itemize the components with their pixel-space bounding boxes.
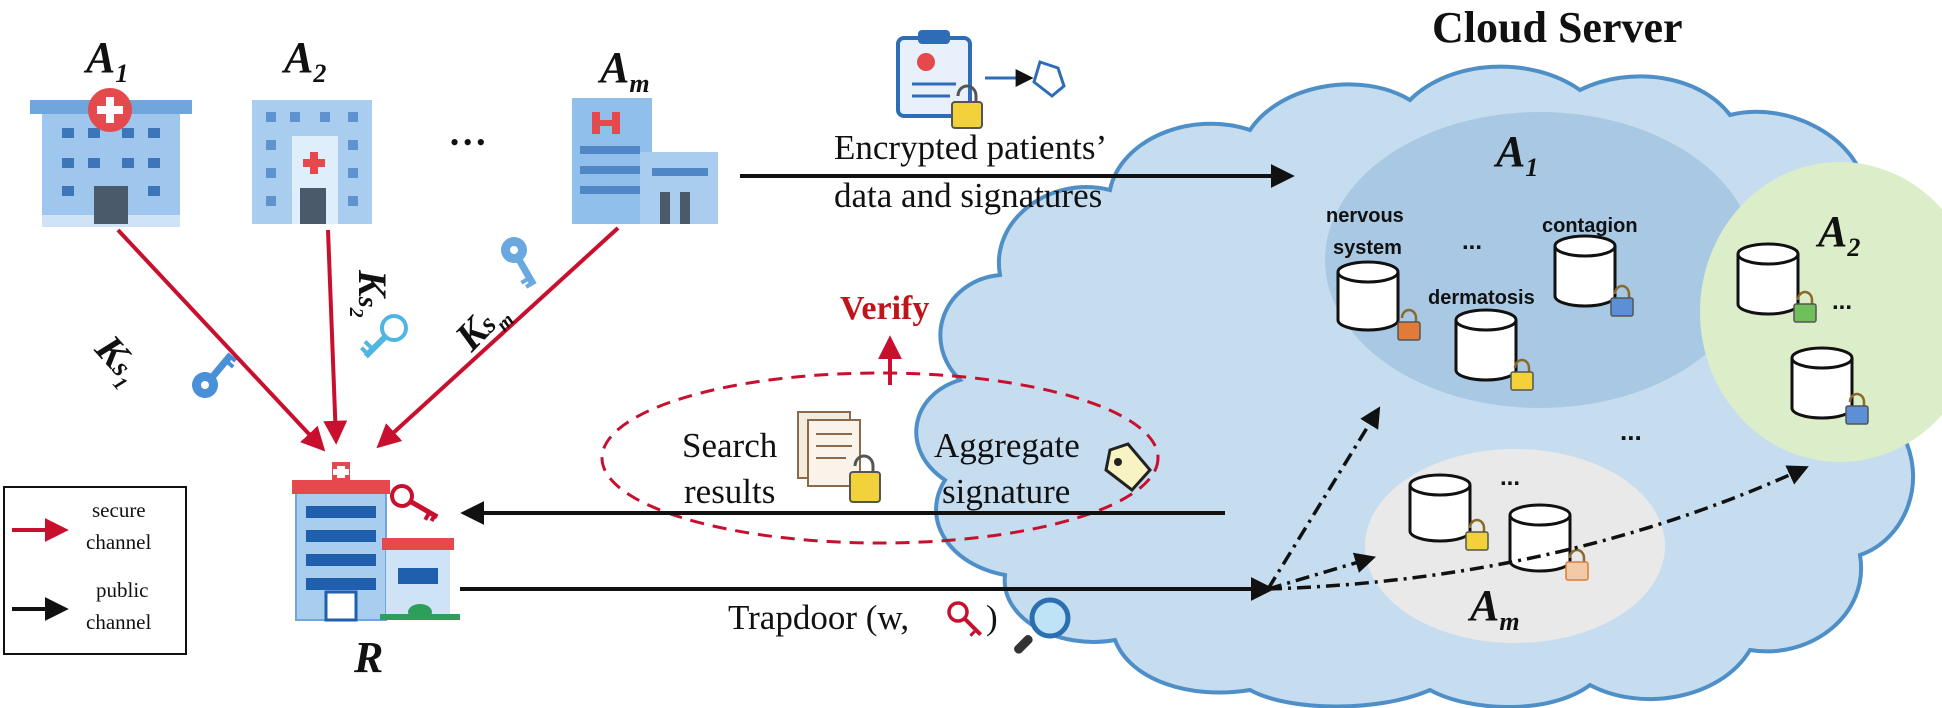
search-results-line1: Search: [682, 426, 778, 465]
magnifier-icon: [1014, 597, 1071, 654]
database-icons: [1336, 234, 1854, 573]
cloud-am-label: Am: [1470, 581, 1520, 636]
lock-icons: [1397, 284, 1869, 581]
database-a2-top-icon: [1736, 242, 1800, 316]
cloud-dispatch-arrows: [1266, 406, 1809, 591]
category-dermatosis: dermatosis: [1428, 287, 1535, 309]
hospital-r-label: R: [354, 633, 384, 682]
verify-label: Verify: [840, 290, 930, 327]
legend-secure-line2: channel: [86, 530, 152, 554]
hospital-am-icon: [572, 98, 718, 224]
database-a2-bottom-icon: [1790, 346, 1854, 420]
legend-public-line2: channel: [86, 610, 152, 634]
search-results-line2: results: [684, 472, 776, 511]
trapdoor-label: Trapdoor (w,: [728, 598, 910, 637]
hospital-a2-icon: [252, 100, 372, 224]
arrow-a2-to-r: [323, 229, 348, 445]
a2-storage-region: [1700, 162, 1942, 462]
key-ksm-icon: [501, 237, 537, 289]
encrypted-record-icon: [896, 30, 1066, 129]
cloud-server-title: Cloud Server: [1432, 3, 1683, 52]
cloud-a1-label: A1: [1496, 127, 1539, 182]
hospital-ellipsis: •••: [450, 128, 490, 157]
hospital-a1-label: A1: [86, 33, 129, 88]
hospital-a1-icon: [30, 88, 192, 227]
legend-box: [3, 486, 187, 655]
database-am-right-icon: [1508, 503, 1572, 573]
category-nervous-line2: system: [1333, 237, 1402, 259]
database-nervous-icon: [1336, 260, 1400, 332]
hospital-a2-label: A2: [284, 33, 327, 88]
category-contagion: contagion: [1542, 215, 1638, 237]
database-am-left-icon: [1408, 473, 1472, 543]
key-ks1-icon: [192, 352, 237, 398]
arrow-a1-to-r: [116, 228, 326, 452]
cloud-a2-label: A2: [1818, 207, 1861, 262]
hospital-r-icon: [292, 462, 460, 622]
key-ks2-label: Ks2: [345, 270, 395, 318]
trapdoor-label-close: ): [986, 598, 998, 637]
cloud-ellipsis: ...: [1620, 416, 1642, 446]
key-ks2-icon: [360, 314, 408, 359]
a2-ellipsis: ...: [1832, 288, 1853, 315]
verify-group-outline: [600, 371, 1160, 545]
aggregate-signature-line2: signature: [942, 472, 1071, 511]
legend-public-line1: public: [96, 578, 149, 602]
secure-channel-arrows: [116, 226, 902, 452]
a1-ellipsis: ...: [1462, 228, 1483, 255]
arrow-am-to-r: [376, 226, 620, 449]
aggregate-signature-line1: Aggregate: [934, 426, 1080, 465]
signature-tag-icon: [1104, 442, 1152, 493]
key-trapdoor-icon: [947, 601, 983, 637]
search-results-doc-icon: [797, 411, 881, 503]
legend-secure-line1: secure: [92, 498, 146, 522]
public-channel-arrows: [460, 164, 1295, 601]
upload-label-line1: Encrypted patients’: [834, 128, 1108, 167]
database-contagion-icon: [1553, 234, 1617, 308]
am-ellipsis: ...: [1500, 464, 1521, 491]
upload-label-line2: data and signatures: [834, 176, 1103, 215]
hospital-am-label: Am: [600, 43, 650, 98]
database-dermatosis-icon: [1454, 308, 1518, 382]
key-r-icon: [390, 484, 439, 523]
a1-storage-region: [1325, 112, 1755, 408]
category-nervous-line1: nervous: [1326, 205, 1404, 227]
